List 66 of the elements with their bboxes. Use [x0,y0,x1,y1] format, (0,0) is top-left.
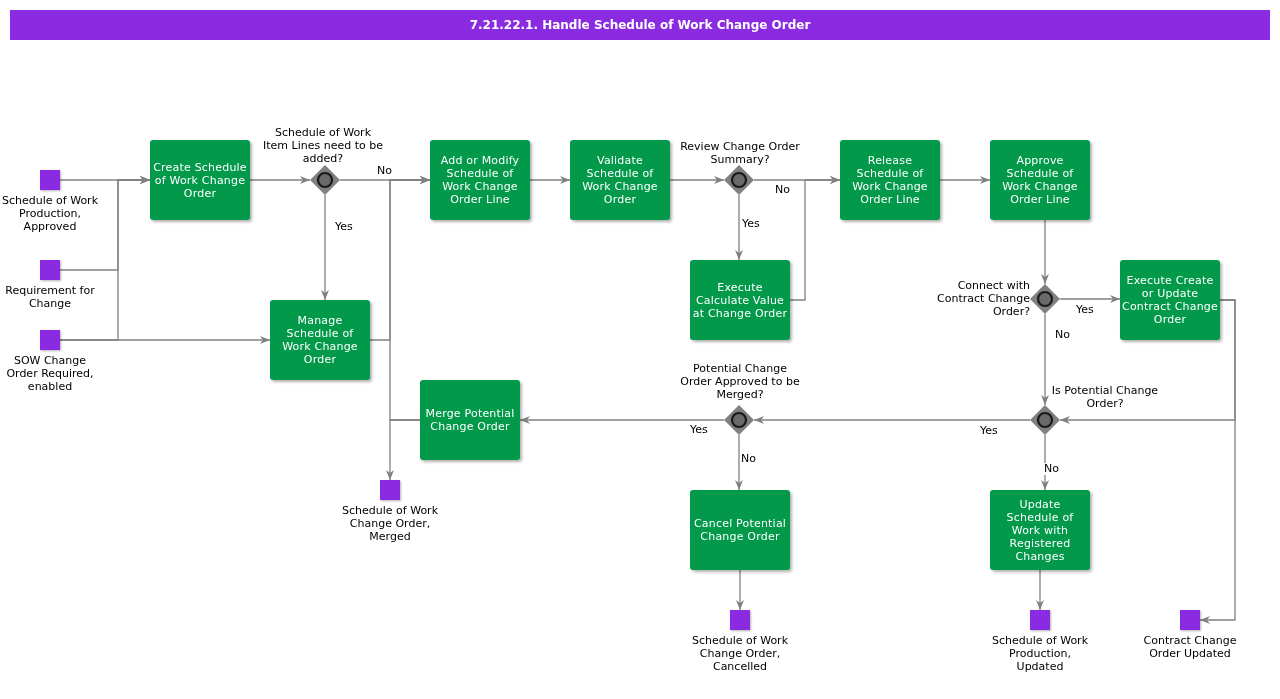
arrow [1036,569,1044,611]
task-box: Create Schedule of Work Change Order [150,140,250,220]
edge-label: No [740,453,757,465]
event-label: Schedule of Work Change Order, Cancelled [692,634,788,673]
arrow [735,434,743,491]
gateway-label: Potential Change Order Approved to be Merged? [680,362,800,401]
task-box: Manage Schedule of Work Change Order [270,300,370,380]
edge-label: No [1043,463,1060,475]
edge-label: No [1054,329,1071,341]
gateway-label: Schedule of Work Item Lines need to be added? [263,126,383,165]
edge-label: No [774,184,791,196]
arrow [1199,299,1236,624]
event-square [40,260,60,280]
arrow [386,419,421,481]
event-label: Contract Change Order Updated [1142,634,1238,660]
title-banner: 7.21.22.1. Handle Schedule of Work Change Order [10,10,1270,40]
gateway-label: Review Change Order Summary? [680,140,800,166]
arrow [736,569,744,611]
gateway-label: Is Potential Change Order? [1050,384,1160,410]
event-square [730,610,750,630]
arrow [939,176,991,184]
arrow [669,176,725,184]
event-label: Schedule of Work Production, Approved [2,194,98,233]
arrow [321,194,329,301]
event-label: Schedule of Work Production, Updated [992,634,1088,673]
edge-label: Yes [334,221,354,233]
edge-label: Yes [689,424,709,436]
task-box: Release Schedule of Work Change Order Line [840,140,940,220]
event-square [1030,610,1050,630]
arrow [789,176,841,301]
arrow [249,176,311,184]
arrow [59,336,271,344]
task-box: Execute Calculate Value at Change Order [690,260,790,340]
event-square [40,330,60,350]
arrow [1041,434,1049,491]
event-label: Requirement for Change [4,284,96,310]
task-box: Execute Create or Update Contract Change Order [1120,260,1220,340]
edge-label: Yes [741,218,761,230]
task-box: Validate Schedule of Work Change Order [570,140,670,220]
arrow [519,416,725,424]
arrow [753,416,1031,424]
gateway-diamond [724,165,754,195]
event-square [40,170,60,190]
task-box: Update Schedule of Work with Registered Changes [990,490,1090,570]
arrow [389,176,431,421]
event-label: SOW Change Order Required, enabled [5,354,95,393]
task-box: Cancel Potential Change Order [690,490,790,570]
arrow [529,176,571,184]
gateway-diamond [1030,284,1060,314]
task-box: Merge Potential Change Order [420,380,520,460]
gateway-diamond [1030,405,1060,435]
event-square [380,480,400,500]
arrow [1059,295,1121,303]
gateway-diamond [724,405,754,435]
event-label: Schedule of Work Change Order, Merged [342,504,438,543]
task-box: Approve Schedule of Work Change Order Line [990,140,1090,220]
edge-label: No [376,165,393,177]
arrow [735,194,743,261]
edge-label: Yes [1075,304,1095,316]
event-square [1180,610,1200,630]
gateway-label: Connect with Contract Change Order? [936,279,1030,318]
gateway-diamond [310,165,340,195]
arrow [1041,313,1049,406]
edge-label: Yes [979,425,999,437]
arrow [1041,219,1049,285]
task-box: Add or Modify Schedule of Work Change Order Line [430,140,530,220]
